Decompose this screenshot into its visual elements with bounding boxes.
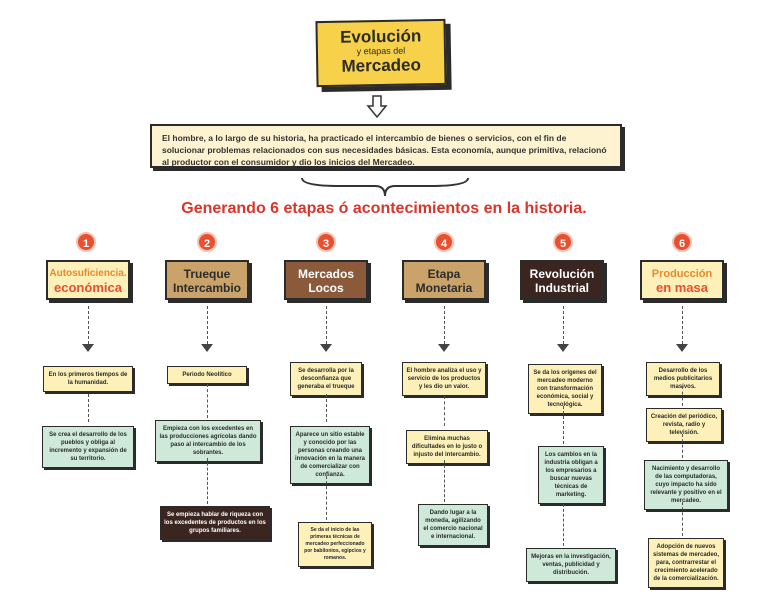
connector xyxy=(326,476,327,520)
stage-note: Dando lugar a la moneda, agilizando el c… xyxy=(418,504,488,546)
connector xyxy=(682,386,683,406)
stage-header-line-2: económica xyxy=(54,280,122,295)
connector xyxy=(444,306,445,344)
title-box: Evolución y etapas del Mercadeo xyxy=(315,18,447,88)
connector xyxy=(326,394,327,422)
stage-header-line-1: Autosuficiencia. xyxy=(49,268,127,279)
stage-header: Mercados Locos xyxy=(284,260,368,300)
stage-note: Se desarrolla por la desconfianza que ge… xyxy=(290,362,362,396)
stage-header-line-1: Etapa xyxy=(427,267,461,281)
connector xyxy=(444,396,445,426)
arrow-down-icon xyxy=(438,344,450,352)
stage-note: Nacimiento y desarrollo de las computado… xyxy=(644,460,728,510)
arrow-down-icon xyxy=(676,344,688,352)
stage-note: Desarrollo de los medios publicitarios m… xyxy=(646,362,720,396)
stage-header-line-1: Revolución xyxy=(529,267,595,281)
stage-header-line-2: en masa xyxy=(655,280,709,295)
stage-note: Empieza con los excedentes en las produc… xyxy=(155,420,261,462)
stage-note: En los primeros tiempos de la humanidad. xyxy=(43,366,133,392)
connector xyxy=(88,394,89,422)
title-line-1: Evolución xyxy=(339,26,422,47)
connector xyxy=(563,504,564,546)
connector xyxy=(682,502,683,536)
stage-note: Los cambios en la industria obligan a lo… xyxy=(538,446,604,504)
stage-note: Aparece un sitio estable y conocido por … xyxy=(290,426,370,484)
connector xyxy=(563,406,564,444)
title-line-3: Mercadeo xyxy=(341,55,422,76)
stage-number: 2 xyxy=(197,232,217,252)
brace-icon xyxy=(301,177,469,197)
stage-note: Periodo Neolítico xyxy=(167,366,247,384)
stage-note: Elimina muchas dificultades en lo justo … xyxy=(406,430,488,464)
stage-header-line-2: Locos xyxy=(308,281,344,295)
intro-box: El hombre, a lo largo de su historia, ha… xyxy=(150,124,622,168)
stage-number: 6 xyxy=(672,232,692,252)
stage-header: Etapa Monetaria xyxy=(402,260,486,300)
arrow-down-icon xyxy=(557,344,569,352)
arrow-down-icon xyxy=(82,344,94,352)
stage-header: Autosuficiencia. económica xyxy=(46,260,130,300)
stage-note: Se da el inicio de las primeras técnicas… xyxy=(298,522,372,567)
stage-header-line-2: Industrial xyxy=(534,281,589,295)
connector xyxy=(88,306,89,344)
arrow-down-icon xyxy=(320,344,332,352)
connector xyxy=(207,384,208,418)
stage-note: Se empieza hablar de riqueza con los exc… xyxy=(160,506,270,540)
arrow-down-icon xyxy=(201,344,213,352)
stage-number: 4 xyxy=(434,232,454,252)
stage-header-line-2: Intercambio xyxy=(172,281,241,295)
stage-note: Adopción de nuevos sistemas de mercadeo,… xyxy=(648,538,724,588)
stage-number: 3 xyxy=(316,232,336,252)
stage-number: 1 xyxy=(76,232,96,252)
stage-note: Se crea el desarrollo de los pueblos y o… xyxy=(42,426,134,468)
stage-note: El hombre analiza el uso y servicio de l… xyxy=(402,362,486,396)
connector xyxy=(326,306,327,344)
stage-header: Revolución Industrial xyxy=(520,260,604,300)
down-arrow-icon xyxy=(366,95,388,119)
stage-note: Creación del periódico, revista, radio y… xyxy=(646,408,722,442)
stage-header-line-1: Producción xyxy=(651,268,713,280)
stage-header-line-1: Trueque xyxy=(183,267,231,281)
stage-header: Trueque Intercambio xyxy=(165,260,249,300)
stage-header: Producción en masa xyxy=(640,260,724,300)
connector xyxy=(207,458,208,504)
stage-note: Mejoras en la investigación, ventas, pub… xyxy=(526,548,616,582)
subtitle: Generando 6 etapas ó acontecimientos en … xyxy=(181,200,587,217)
connector xyxy=(207,306,208,344)
stage-number: 5 xyxy=(553,232,573,252)
connector xyxy=(682,434,683,458)
stage-header-line-2: Monetaria xyxy=(415,281,473,295)
connector xyxy=(682,306,683,344)
connector xyxy=(444,460,445,502)
stage-note: Se da los orígenes del mercadeo moderno … xyxy=(528,364,602,414)
connector xyxy=(563,306,564,344)
stage-header-line-1: Mercados xyxy=(297,267,355,281)
